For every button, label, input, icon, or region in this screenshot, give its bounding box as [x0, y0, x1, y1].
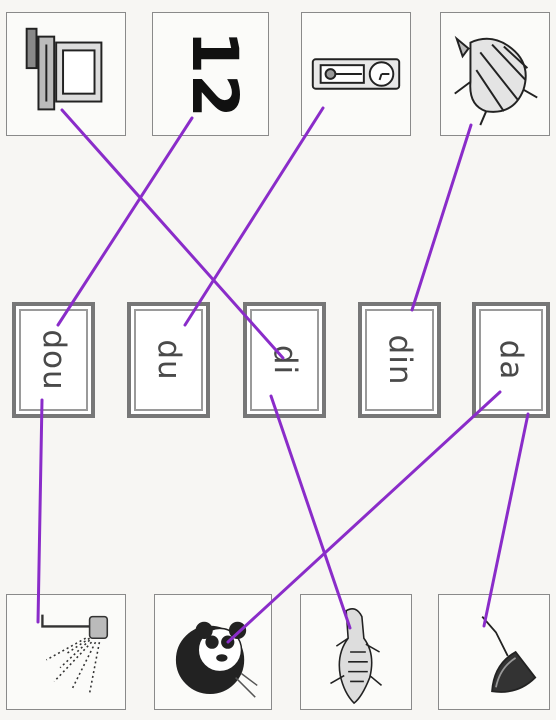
syllable-card-dou[interactable]: dou: [12, 302, 95, 418]
panda-icon: [155, 595, 271, 709]
picture-number-12[interactable]: 12: [152, 12, 269, 136]
picture-iron[interactable]: [438, 594, 550, 710]
picture-dinosaur[interactable]: [440, 12, 550, 136]
syllable-card-di[interactable]: di: [243, 302, 326, 418]
picture-computer[interactable]: [6, 12, 126, 136]
match-line-clock-du: [185, 108, 323, 325]
syllable-card-du[interactable]: du: [127, 302, 210, 418]
match-line-dou-shower: [38, 400, 42, 622]
picture-crocodile[interactable]: [300, 594, 412, 710]
syllable-label: di: [267, 345, 303, 375]
clock-icon: [302, 13, 410, 135]
syllable-label: du: [151, 339, 187, 380]
match-line-12-dou: [58, 118, 192, 325]
dinosaur-icon: [441, 13, 549, 135]
picture-panda[interactable]: [154, 594, 272, 710]
syllable-card-din[interactable]: din: [358, 302, 441, 418]
match-line-dinosaur-din: [412, 125, 471, 310]
picture-shower[interactable]: [6, 594, 126, 710]
number-12-icon: 12: [153, 13, 268, 135]
crocodile-icon: [301, 595, 411, 709]
syllable-label: din: [382, 335, 418, 386]
picture-clock[interactable]: [301, 12, 411, 136]
computer-icon: [7, 13, 125, 135]
syllable-label: dou: [36, 329, 72, 390]
svg-text:12: 12: [178, 30, 251, 118]
iron-icon: [439, 595, 549, 709]
syllable-label: da: [493, 340, 529, 381]
syllable-card-da[interactable]: da: [472, 302, 550, 418]
shower-icon: [7, 595, 125, 709]
